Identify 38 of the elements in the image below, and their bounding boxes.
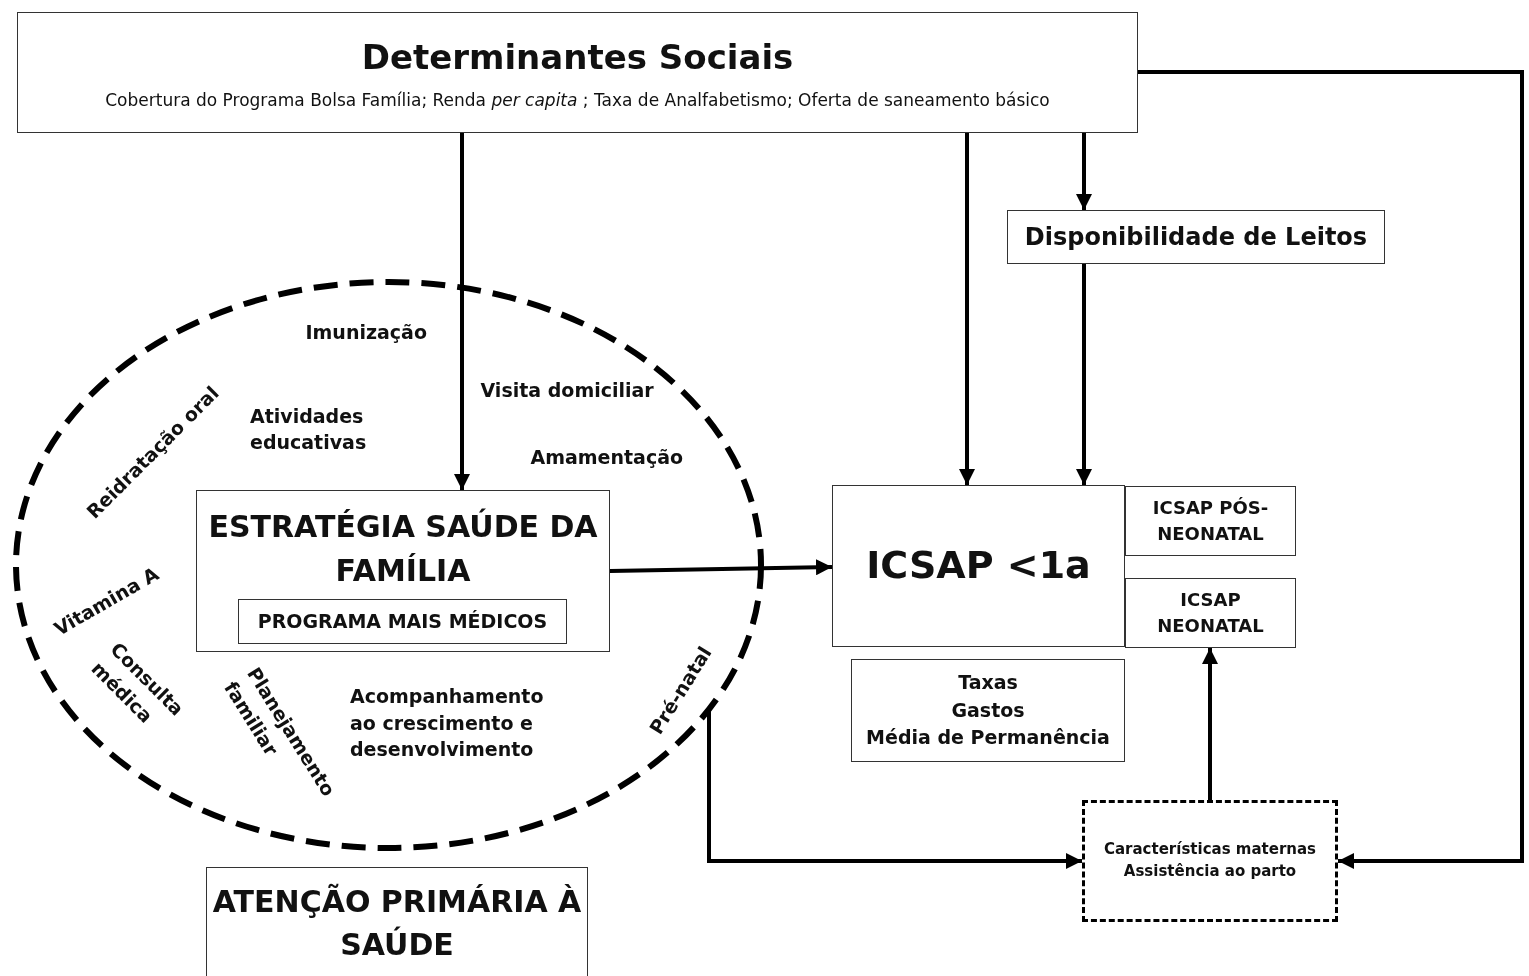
care-action-text: Amamentação (530, 444, 684, 470)
node-title: ICSAP PÓS-NEONATAL (1151, 495, 1270, 546)
node-text: Cobertura do Programa Bolsa Família; Renda per capita ; Taxa de Analfabetismo; Oferta de saneamento básico (105, 88, 1050, 112)
subprogram-box (238, 599, 567, 644)
care-action-text: Visita domiciliar (480, 377, 654, 403)
node-text: Assistência ao parto (1123, 861, 1297, 882)
arrow (609, 559, 833, 576)
node-title: ESTRATÉGIA SAÚDE DA FAMÍLIA (207, 507, 599, 590)
arrow (1076, 264, 1092, 485)
process-box (1007, 210, 1385, 264)
header-box (17, 12, 1138, 133)
dashed-box (1082, 800, 1338, 922)
arrow (1202, 648, 1218, 800)
outcome-box (832, 485, 1125, 647)
caption-box (206, 867, 588, 976)
arrow (1138, 70, 1524, 869)
program-box (196, 490, 610, 652)
node-title: Taxas (958, 670, 1018, 696)
node-text: Gastos (951, 697, 1025, 723)
measures-box (851, 659, 1125, 762)
node-title: Disponibilidade de Leitos (1024, 221, 1368, 253)
arrow (707, 709, 1082, 869)
node-text: Média de Permanência (866, 725, 1110, 751)
arrow (1076, 133, 1092, 210)
node-title: ICSAP <1a (866, 542, 1091, 590)
care-action-text: Acompanhamento ao crescimento e desenvolvimento (350, 684, 545, 763)
arrow (454, 133, 470, 490)
node-title: ATENÇÃO PRIMÁRIA À SAÚDE (211, 882, 583, 964)
dashed-ellipse (12, 278, 765, 852)
node-title: Determinantes Sociais (361, 35, 794, 79)
node-title: PROGRAMA MAIS MÉDICOS (257, 608, 548, 634)
node-title: ICSAP NEONATAL (1156, 587, 1265, 638)
care-action-text: Imunização (305, 319, 427, 345)
arrow (959, 133, 975, 485)
care-action-text: Atividades educativas (250, 403, 368, 456)
category-box (1125, 578, 1296, 648)
node-title: Características maternas (1103, 839, 1317, 861)
category-box (1125, 486, 1296, 556)
